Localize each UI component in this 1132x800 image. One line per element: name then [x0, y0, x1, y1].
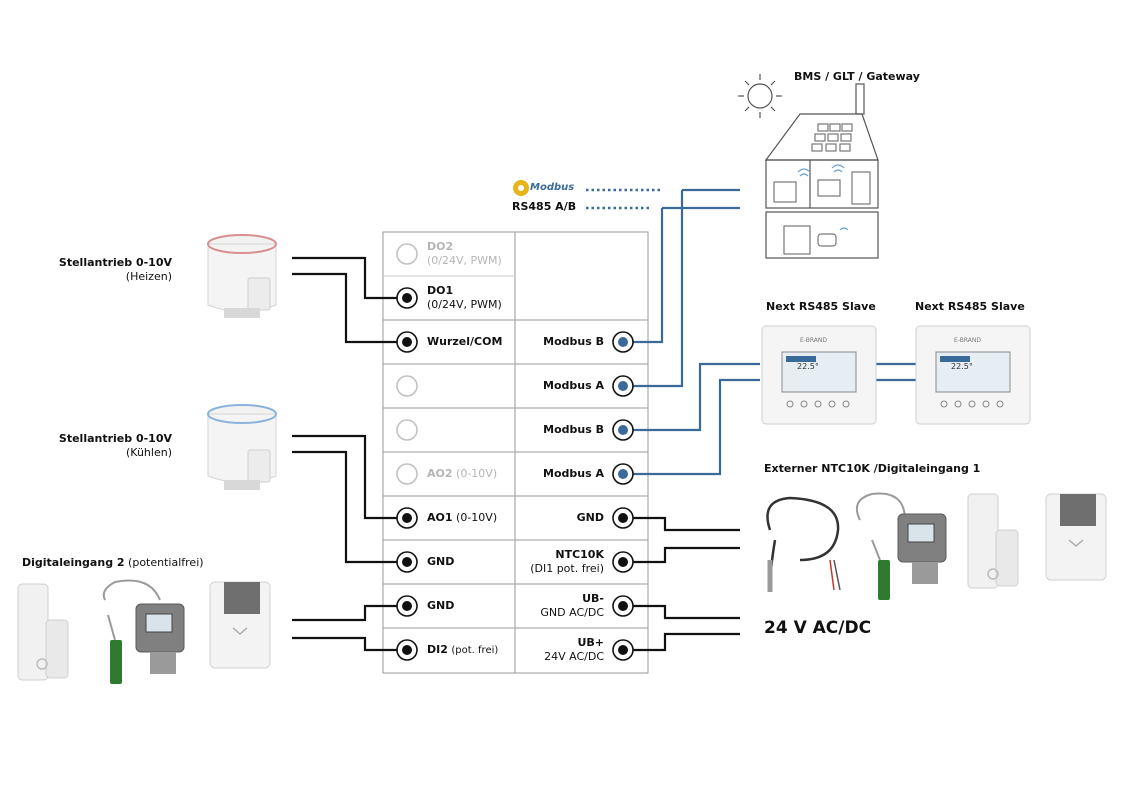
terminal-com-label: Wurzel/COM — [427, 335, 503, 348]
slave-1-display-temp: 22.5° — [797, 362, 819, 371]
terminal-ub-minus-sub: GND AC/DC — [540, 606, 604, 619]
terminal-ntc-label: NTC10K (DI1 pot. frei) — [520, 548, 604, 576]
gateway-house-image — [738, 74, 879, 259]
terminal-di2-sub: (pot. frei) — [451, 645, 499, 656]
terminal-di2 — [396, 639, 418, 661]
slave-1-title: Next RS485 Slave — [766, 300, 876, 313]
terminal-ao1-label: AO1 (0-10V) — [427, 511, 497, 525]
slave-2-brand: E-BRAND — [954, 337, 981, 344]
digital-input-2-sub: (potentialfrei) — [128, 556, 204, 569]
terminal-ub-plus-sub: 24V AC/DC — [544, 650, 604, 663]
wires-modbus — [633, 188, 916, 476]
terminal-ntc-name: NTC10K — [555, 548, 604, 561]
terminal-ub-plus-name: UB+ — [577, 636, 604, 649]
terminal-gnd-right — [612, 507, 634, 529]
terminal-com — [396, 331, 418, 353]
actuator-heat-label: Stellantrieb 0-10V (Heizen) — [40, 256, 172, 284]
terminal-ao1 — [396, 507, 418, 529]
terminal-ao1-name: AO1 — [427, 511, 453, 524]
terminal-gnd-1 — [396, 551, 418, 573]
terminal-ao2-sub: (0-10V) — [456, 467, 498, 480]
terminal-do1 — [396, 287, 418, 309]
terminal-gnd-1-label: GND — [427, 555, 455, 568]
terminal-ub-plus-label: UB+ 24V AC/DC — [520, 636, 604, 664]
slave-2-display-temp: 22.5° — [951, 362, 973, 371]
slave-device-1-image — [761, 325, 877, 425]
power-label: 24 V AC/DC — [764, 618, 872, 638]
terminal-do1-label: DO1 (0/24V, PWM) — [427, 284, 502, 312]
rs485-dotted — [586, 188, 662, 210]
terminal-modbus-b-2-label: Modbus B — [543, 423, 604, 436]
terminal-empty-2 — [396, 419, 418, 441]
terminal-ntc — [612, 551, 634, 573]
slave-device-2-image — [915, 325, 1031, 425]
modbus-logo-icon — [513, 180, 529, 196]
terminal-modbus-a-2-label: Modbus A — [543, 467, 604, 480]
modbus-logo-text: Modbus — [530, 182, 575, 193]
terminal-ao2-name: AO2 — [427, 467, 453, 480]
slave-2-title: Next RS485 Slave — [915, 300, 1025, 313]
terminal-do2-name: DO2 — [427, 240, 454, 253]
terminal-ntc-sub: (DI1 pot. frei) — [530, 562, 604, 575]
terminal-ub-minus-name: UB- — [582, 592, 604, 605]
terminal-gnd-right-label: GND — [576, 511, 604, 524]
sensor-probe-right-image — [856, 492, 947, 600]
terminal-di2-name: DI2 — [427, 643, 448, 656]
terminal-do1-sub: (0/24V, PWM) — [427, 298, 502, 311]
terminal-modbus-b-1-label: Modbus B — [543, 335, 604, 348]
terminals-right — [612, 331, 634, 661]
card-switch-left-image — [209, 581, 271, 669]
rs485-label: RS485 A/B — [512, 200, 577, 213]
terminal-modbus-a-1 — [612, 375, 634, 397]
actuator-cool-title: Stellantrieb 0-10V — [58, 432, 172, 445]
sensor-right-title: Externer NTC10K /Digitaleingang 1 — [764, 462, 981, 475]
door-contact-right-image — [967, 493, 1019, 589]
sensor-probe-left-image — [102, 579, 185, 684]
terminal-modbus-a-1-label: Modbus A — [543, 379, 604, 392]
terminal-gnd-2-label: GND — [427, 599, 455, 612]
terminal-modbus-b-1 — [612, 331, 634, 353]
card-switch-right-image — [1045, 493, 1107, 581]
terminal-ub-plus — [612, 639, 634, 661]
terminal-empty-1 — [396, 375, 418, 397]
terminal-ao2-label: AO2 (0-10V) — [427, 467, 497, 481]
terminal-ao2 — [396, 463, 418, 485]
terminal-modbus-a-2 — [612, 463, 634, 485]
actuator-heat-title: Stellantrieb 0-10V — [58, 256, 172, 269]
terminal-block — [382, 231, 649, 674]
slave-1-brand: E-BRAND — [800, 337, 827, 344]
terminal-gnd-2 — [396, 595, 418, 617]
wires-black — [292, 256, 740, 652]
gateway-title: BMS / GLT / Gateway — [794, 70, 920, 83]
terminal-ao1-sub: (0-10V) — [456, 511, 498, 524]
terminal-di2-label: DI2 (pot. frei) — [427, 643, 498, 658]
actuator-heat-image — [207, 234, 277, 318]
digital-input-2-label: Digitaleingang 2 (potentialfrei) — [22, 556, 204, 570]
actuator-cool-sub: (Kühlen) — [126, 446, 172, 459]
actuator-heat-sub: (Heizen) — [125, 270, 172, 283]
sun-icon — [738, 74, 782, 118]
terminal-ub-minus — [612, 595, 634, 617]
actuator-cool-label: Stellantrieb 0-10V (Kühlen) — [40, 432, 172, 460]
terminal-do1-name: DO1 — [427, 284, 454, 297]
terminals-left — [396, 243, 418, 661]
terminal-do2 — [396, 243, 418, 265]
terminal-do2-sub: (0/24V, PWM) — [427, 254, 502, 267]
ntc-cable-image — [766, 496, 841, 592]
terminal-modbus-b-2 — [612, 419, 634, 441]
terminal-ub-minus-label: UB- GND AC/DC — [520, 592, 604, 620]
door-contact-left-image — [17, 583, 69, 681]
actuator-cool-image — [207, 404, 277, 490]
terminal-do2-label: DO2 (0/24V, PWM) — [427, 240, 502, 268]
digital-input-2-title: Digitaleingang 2 — [22, 556, 125, 569]
